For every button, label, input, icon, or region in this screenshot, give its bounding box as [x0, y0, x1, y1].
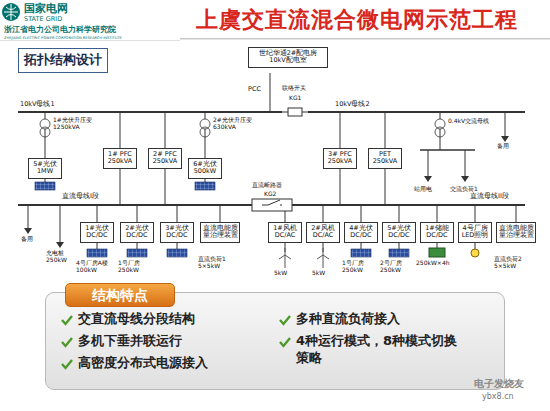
- diagram-label: 交流负荷1: [450, 186, 478, 193]
- diagram-label: 充电桩 250kW: [46, 250, 76, 264]
- feature-item: 多机下垂并联运行: [78, 333, 182, 350]
- converter-box: 3# PFC 250kVA: [323, 148, 357, 169]
- converter-box: PET 250kVA: [368, 148, 402, 169]
- wires: [18, 73, 525, 252]
- diagram-label: 备用: [497, 143, 509, 150]
- diagram-label: 250kW×4h: [416, 260, 450, 267]
- battery: [429, 248, 445, 257]
- box-text: 6#光伏 500kW: [190, 161, 220, 176]
- diagram-label: 0.4kV交流母线: [448, 118, 490, 125]
- diagram-label: KG2: [264, 191, 276, 198]
- feature-item: 多种直流负荷接入: [296, 311, 400, 328]
- dc-breaker: [252, 199, 292, 211]
- led-lamp: [471, 249, 479, 257]
- diagram-label: 1#光伏升压变 1250kVA: [53, 117, 93, 131]
- logo-text: STATE GRID: [24, 16, 62, 23]
- diagram-label: 5kW: [274, 270, 287, 277]
- box-text: 2#风机 DC/AC: [308, 225, 338, 240]
- logo-text: ZHEJIANG ELECTRIC POWER CORPORATION RESE…: [4, 36, 122, 40]
- box-text: 5#光伏 DC/DC: [384, 225, 414, 240]
- logo-icon: [2, 3, 20, 21]
- diagram-label: 站用电: [414, 186, 432, 193]
- box-text: 直流电能质量治理装置: [202, 225, 238, 240]
- check-mark: [60, 358, 74, 370]
- box-text: PET 250kVA: [370, 151, 400, 166]
- check-mark: [60, 314, 74, 326]
- diagram-label: 直流母线II段: [470, 193, 509, 200]
- diagram-label: 2#光伏升压变 630kVA: [213, 117, 253, 131]
- converter-box: 5#光伏 DC/DC: [382, 222, 416, 243]
- feature-item: 高密度分布式电源接入: [78, 355, 208, 372]
- logo-text: 国家电网: [24, 3, 68, 16]
- check-mark: [278, 336, 292, 348]
- converter-box: 3#光伏 DC/DC: [160, 222, 194, 243]
- converter-box: 4#光伏 DC/DC: [344, 222, 378, 243]
- diagram-label: 1号厂房 250kW: [342, 260, 380, 274]
- pv-panel: [35, 182, 409, 257]
- diagram-label: 1号厂房 250kW: [118, 260, 156, 274]
- box-text: 5#光伏 1MW: [30, 161, 60, 176]
- diagram-label: 10kV母线1: [20, 101, 55, 108]
- box-text: 3#光伏 DC/DC: [162, 225, 192, 240]
- diagram-label: PCC: [248, 86, 261, 93]
- box-text: 2# PFC 250kVA: [150, 151, 180, 166]
- converter-box: 1#储能 DC/DC: [420, 222, 454, 243]
- box-text: 3# PFC 250kVA: [325, 151, 355, 166]
- tie-switch: [288, 108, 302, 116]
- header-rule: [180, 38, 550, 40]
- pv-box: 5#光伏 1MW: [28, 158, 62, 179]
- watermark: ybx8.cn: [482, 392, 514, 401]
- box-text: 4号厂房 LED照明: [460, 225, 490, 240]
- check-mark: [278, 314, 292, 326]
- diagram-label: 备用: [21, 236, 33, 243]
- diagram-label: 4号厂房A楼 100kW: [76, 260, 120, 274]
- diagram-label: 直流负荷1 5×5kW: [198, 256, 242, 270]
- feature-item: 4种运行模式，8种模式切换策略: [296, 333, 466, 367]
- lighting-box: 4号厂房 LED照明: [458, 222, 492, 243]
- converter-box: 2# PFC 250kVA: [148, 148, 182, 169]
- diagram-label: 2号厂房 250kW: [380, 260, 418, 274]
- slide-title: 上虞交直流混合微电网示范工程: [196, 5, 518, 35]
- box-text: 直流电能质量治理装置: [498, 225, 534, 240]
- power-quality-box: 直流电能质量治理装置: [200, 222, 240, 243]
- converter-box: 1#风机 DC/AC: [268, 222, 302, 243]
- diagram-label: 5kW: [312, 270, 325, 277]
- box-text: 1#光伏 DC/DC: [82, 225, 112, 240]
- wind-turbine: [279, 248, 329, 268]
- power-quality-box: 直流电能质量治理装置: [496, 222, 536, 243]
- check-mark: [60, 336, 74, 348]
- diagram-label: 直流负荷2 5×5kW: [494, 256, 538, 270]
- converter-box: 2#风机 DC/AC: [306, 222, 340, 243]
- box-text: 1# PFC 250kVA: [105, 151, 135, 166]
- converter-box: 1#光伏 DC/DC: [80, 222, 114, 243]
- box-text: 2#光伏 DC/DC: [122, 225, 152, 240]
- box-text: 4#光伏 DC/DC: [346, 225, 376, 240]
- watermark: 电子发烧友: [474, 378, 524, 390]
- load-arrows: [24, 136, 509, 248]
- header-rule: [0, 40, 180, 41]
- box-text: 拓扑结构设计: [21, 53, 105, 68]
- diagram-label: 直流母线I段: [62, 193, 99, 200]
- substation-box: 世纪华通2#配电房 10kV配电室: [248, 47, 328, 68]
- converter-box: 1# PFC 250kVA: [103, 148, 137, 169]
- diagram-label: 10kV母线2: [335, 101, 370, 108]
- section-heading: 拓扑结构设计: [18, 48, 108, 73]
- logo-text: 浙江省电力公司电力科学研究院: [4, 26, 116, 35]
- box-text: 1#风机 DC/AC: [270, 225, 300, 240]
- box-text: 1#储能 DC/DC: [422, 225, 452, 240]
- diagram-label: 联络开关: [282, 85, 306, 92]
- diagram-label: KG1: [289, 95, 301, 102]
- diagram-label: 直流断路器: [252, 182, 282, 189]
- feature-item: 交直流母线分段结构: [78, 311, 195, 328]
- converter-box: 2#光伏 DC/DC: [120, 222, 154, 243]
- box-text: 世纪华通2#配电房 10kV配电室: [250, 50, 326, 65]
- box-text: 结构特点: [68, 287, 172, 303]
- pv-box: 6#光伏 500kW: [188, 158, 222, 179]
- feature-tab: 结构特点: [65, 283, 175, 307]
